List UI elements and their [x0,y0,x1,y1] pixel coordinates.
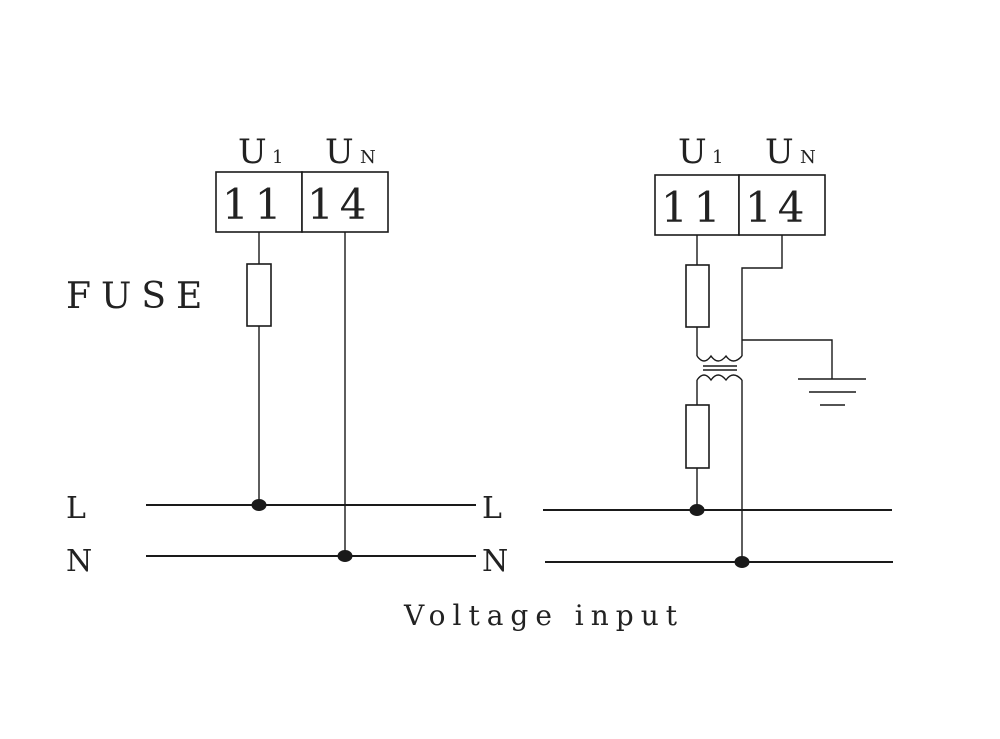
left-un-subscript: N [360,147,376,168]
right-junction-N [734,556,750,568]
right-u1-label: U [678,132,707,172]
ground-wire [742,339,833,379]
left-line-N-label: N [66,544,92,579]
left-u1-subscript: 1 [272,147,283,168]
left-un-label: U [325,132,354,172]
transformer-secondary-coil [696,374,743,382]
right-junction-L [689,504,705,516]
diagram-caption: Voltage input [403,599,684,632]
left-line-L-label: L [66,491,86,526]
left-terminal-u1-box [215,171,303,233]
right-terminal-un-box [738,174,826,236]
left-junction-L [251,499,267,511]
left-circuit: U 1 U N 11 14 FUSE L N L N [66,132,508,579]
right-upper-fuse [685,264,710,328]
right-lower-fuse [685,404,710,469]
left-junction-N [337,550,353,562]
fuse-label: FUSE [66,276,212,317]
right-un-label: U [765,132,794,172]
right-line-N-label: N [482,544,508,579]
right-circuit: U 1 U N 11 14 [543,132,893,568]
right-u1-subscript: 1 [712,147,723,168]
left-terminal-u1-number: 11 [222,180,287,229]
right-terminal-u1-box [654,174,740,236]
right-terminal-un-number: 14 [745,183,810,232]
left-fuse [246,263,272,327]
left-terminal-un-box [301,171,389,233]
left-u1-label: U [238,132,267,172]
right-line-L-label: L [482,491,502,526]
right-un-wire [741,235,783,356]
right-un-subscript: N [800,147,816,168]
right-terminal-u1-number: 11 [661,183,726,232]
left-terminal-un-number: 14 [307,180,372,229]
transformer-primary-coil [696,354,743,362]
